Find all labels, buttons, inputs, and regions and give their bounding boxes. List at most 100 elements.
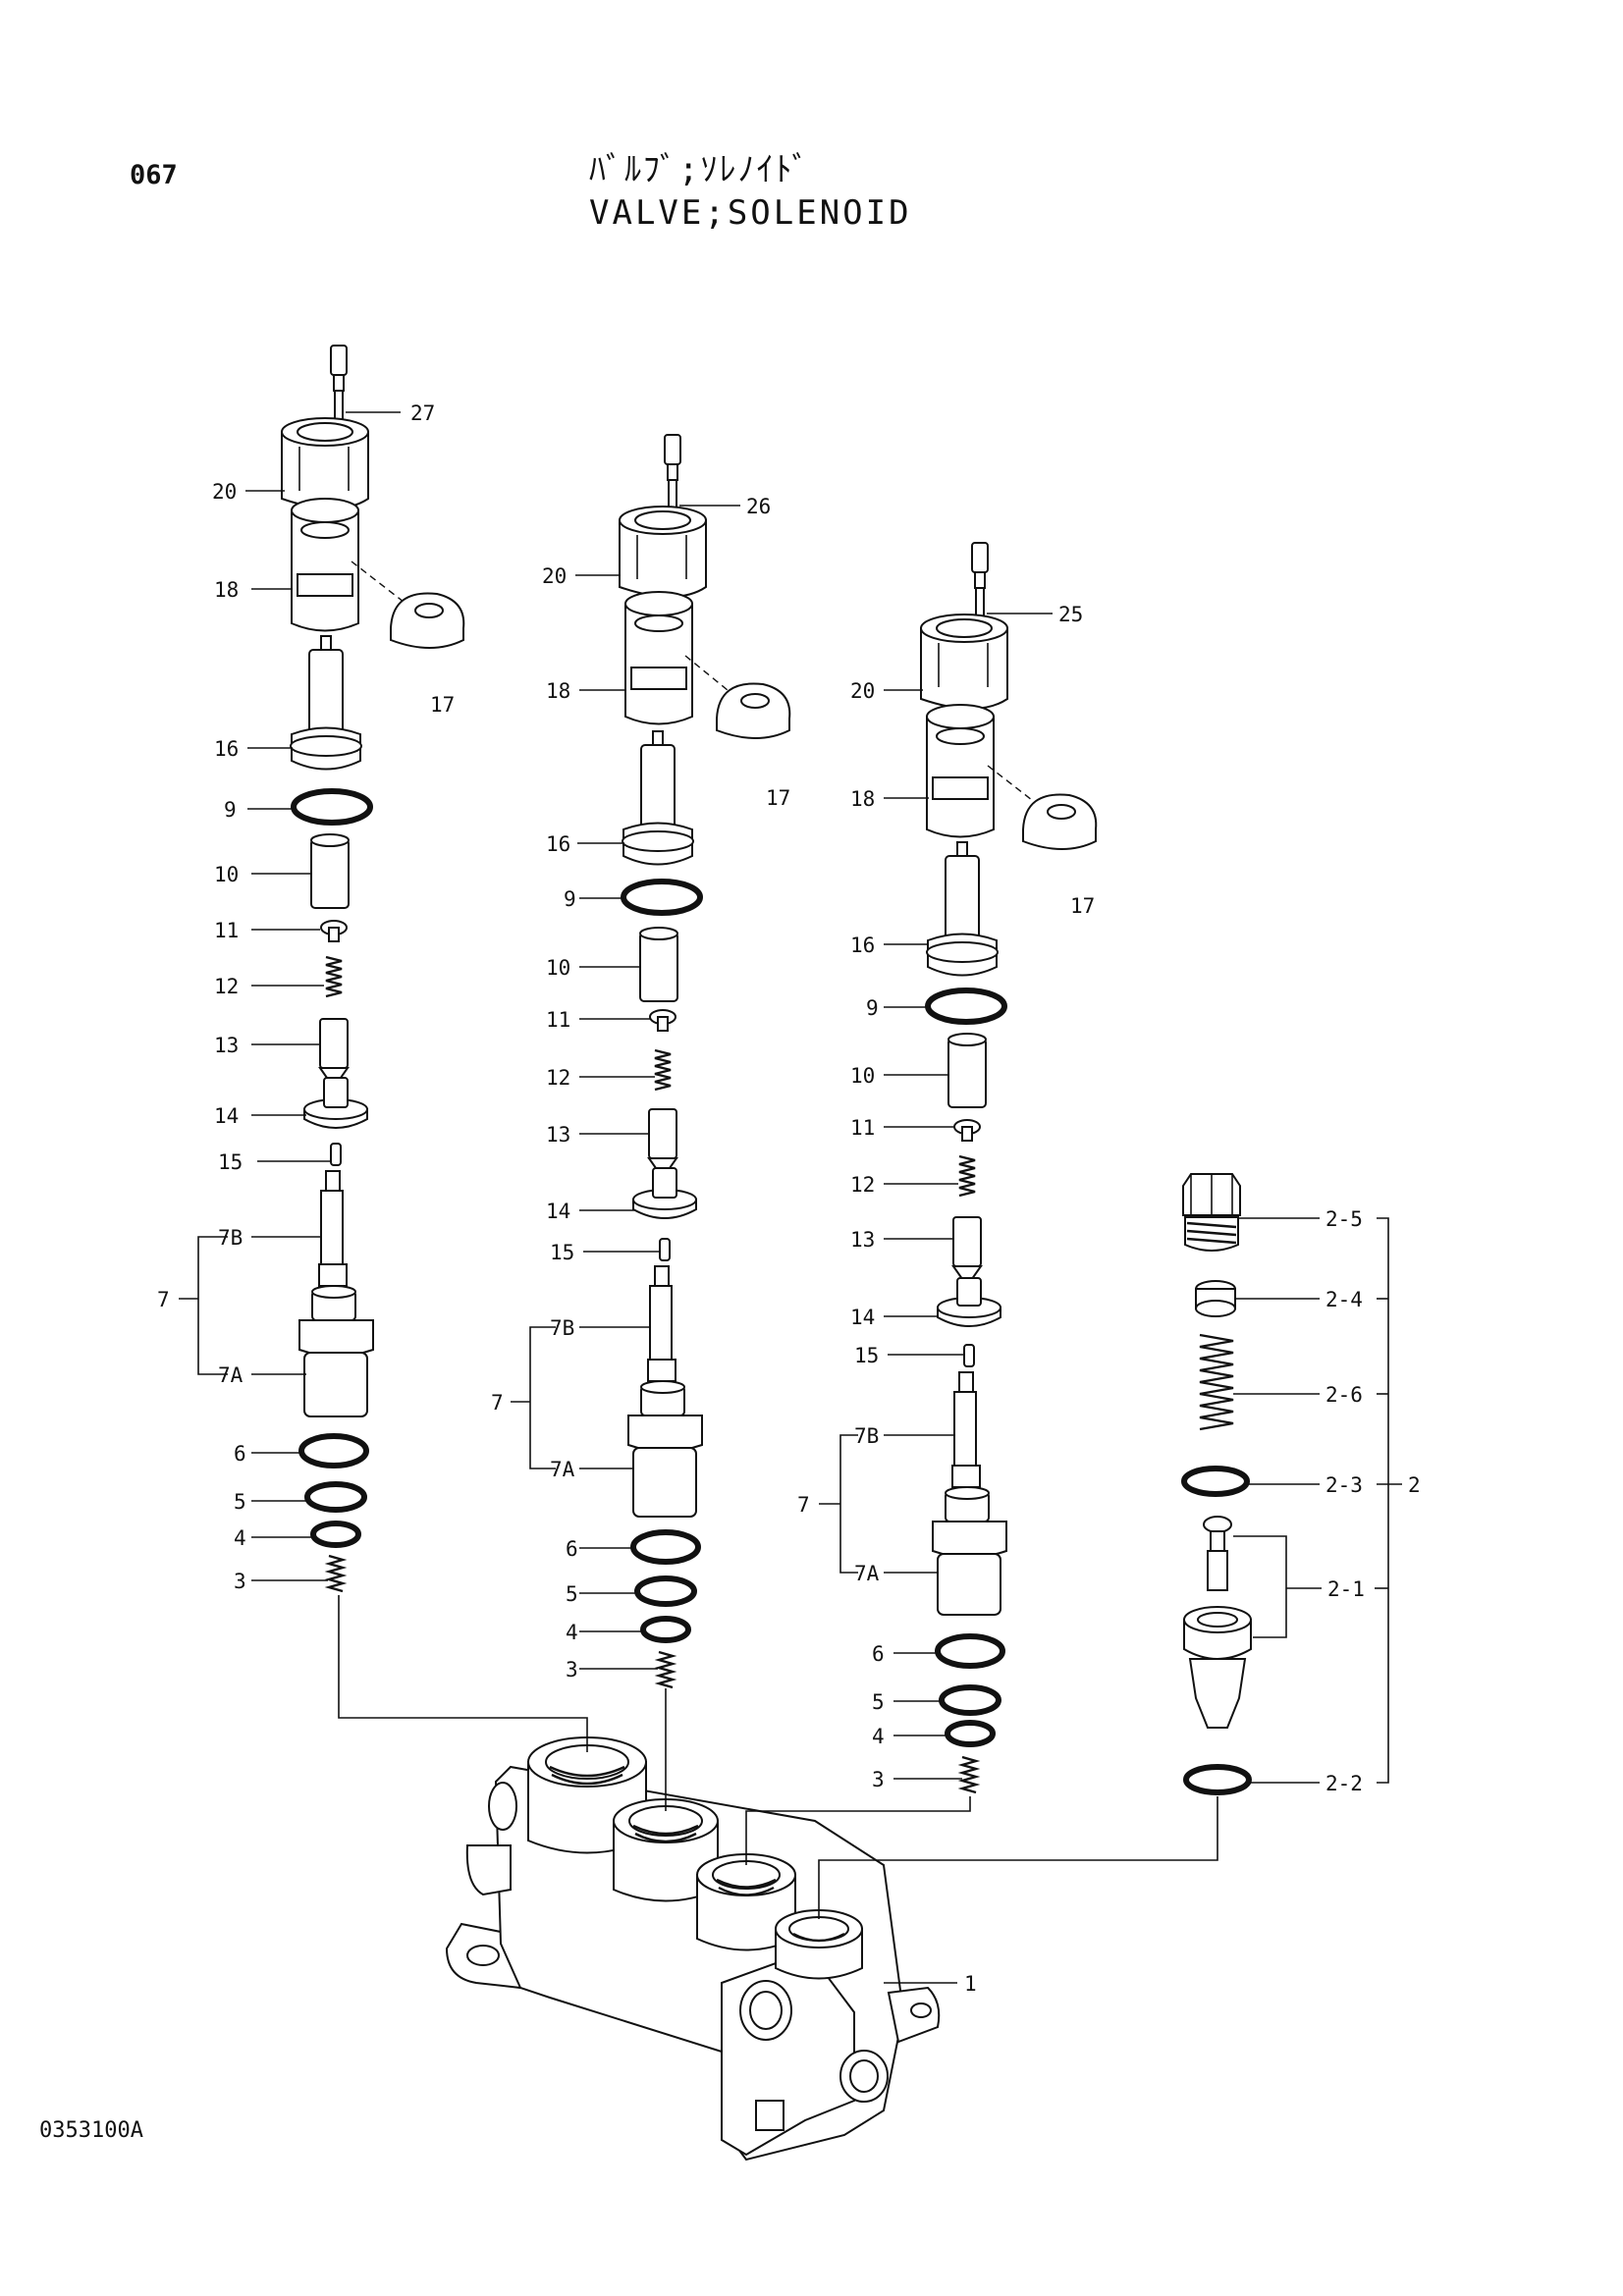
callout-15: 15 [218,1150,243,1174]
part-tube-16 [926,841,999,977]
callout-12: 12 [850,1173,875,1197]
part-spring-3 [324,1554,348,1593]
part-o-ring-5 [304,1481,367,1513]
callout-14: 14 [546,1200,570,1223]
callout-2-6: 2-6 [1325,1383,1363,1407]
callout-15: 15 [854,1344,879,1367]
callout-5: 5 [234,1490,246,1514]
part-coil-18 [926,704,995,838]
callout-5: 5 [872,1690,885,1714]
part-o-ring-2-3 [1181,1466,1250,1497]
callout-6: 6 [566,1537,578,1561]
callout-11: 11 [850,1116,875,1140]
part-sleeve-7A [298,1285,374,1417]
part-pin-15 [659,1238,671,1261]
callout-4: 4 [234,1526,246,1550]
callout-18: 18 [546,679,570,703]
part-spring-2-6 [1199,1333,1234,1431]
part-pin-15 [330,1143,342,1166]
callout-16: 16 [214,737,239,761]
callout-20: 20 [212,480,237,504]
title-japanese: ﾊﾞﾙﾌﾞ;ｿﾚﾉｲﾄﾞ [589,150,811,189]
callout-17: 17 [766,786,790,810]
part-seat-14 [303,1077,368,1129]
callout-14: 14 [214,1104,239,1128]
part-ring-2-2 [1183,1764,1252,1795]
callout-18: 18 [850,787,875,811]
part-o-ring-5 [634,1575,697,1607]
assembly-line-c [745,1796,971,1865]
callout-11: 11 [214,919,239,942]
part-washer-17 [1022,793,1098,850]
part-o-ring-6 [935,1633,1005,1669]
part-washer-17 [390,592,465,649]
callout-13: 13 [546,1123,570,1147]
callout-25: 25 [1058,603,1083,626]
part-plunger-10 [947,1033,987,1108]
callout-7A: 7A [854,1562,880,1585]
part-coil-18 [624,591,693,725]
callout-7: 7 [157,1288,170,1311]
callout-18: 18 [214,578,239,602]
part-poppet-13 [951,1216,983,1288]
part-seat-11 [320,920,348,942]
title-english: VALVE;SOLENOID [589,193,912,233]
part-connector-26 [664,434,681,518]
callout-13: 13 [214,1034,239,1057]
callout-7B: 7B [550,1316,574,1340]
callout-2-3: 2-3 [1325,1473,1363,1497]
callout-4: 4 [872,1725,885,1748]
part-o-ring-6 [298,1433,369,1468]
callout-10: 10 [214,863,239,886]
part-plunger-10 [639,927,678,1002]
part-tube-16 [290,635,362,771]
callout-5: 5 [566,1582,578,1606]
callout-2-1: 2-1 [1327,1577,1365,1601]
part-connector-25 [971,542,989,626]
callout-2: 2 [1408,1473,1421,1497]
part-coil-18 [291,498,359,632]
part-o-ring-4 [310,1521,361,1548]
part-spring-12 [958,1154,976,1198]
callout-7B: 7B [854,1424,879,1448]
callout-3: 3 [566,1658,578,1682]
callout-9: 9 [866,996,879,1020]
callout-9: 9 [224,798,237,822]
part-plug-2-5 [1182,1173,1241,1252]
part-o-ring-9 [925,988,1007,1025]
callout-13: 13 [850,1228,875,1252]
part-housing-20 [619,506,707,598]
valve-port-b [613,1798,719,1902]
part-connector-27 [330,345,348,431]
part-pin-15 [963,1344,975,1367]
part-spool-7B [647,1265,676,1382]
part-sleeve-7A [627,1380,703,1518]
callout-6: 6 [234,1442,246,1466]
part-o-ring-6 [630,1529,701,1565]
assembly-a: 27 20 18 17 16 9 10 11 12 13 14 15 7B 7 … [157,345,465,1593]
part-valve-body-1: 1 [445,1736,977,2162]
assembly-c: 25 20 18 17 16 9 10 11 12 13 14 15 7B 7 … [797,542,1098,1794]
assembly-line-a [338,1595,588,1752]
callout-3: 3 [872,1768,885,1791]
part-spool-7B [318,1170,348,1287]
callout-7A: 7A [218,1363,243,1387]
callout-27: 27 [410,401,435,425]
callout-17: 17 [1070,894,1095,918]
part-housing-20 [920,614,1008,710]
callout-7: 7 [797,1493,810,1517]
part-spring-3 [957,1755,981,1794]
part-spring-3 [654,1650,677,1689]
part-seat-14 [632,1167,697,1219]
callout-11: 11 [546,1008,570,1032]
callout-4: 4 [566,1621,578,1644]
callout-10: 10 [850,1064,875,1088]
part-o-ring-4 [640,1616,691,1643]
callout-12: 12 [546,1066,570,1090]
callout-2-4: 2-4 [1325,1288,1363,1311]
part-seat-11 [953,1119,981,1142]
part-o-ring-9 [621,879,703,916]
callout-26: 26 [746,495,771,518]
page-number: 067 [130,160,178,190]
callout-3: 3 [234,1570,246,1593]
